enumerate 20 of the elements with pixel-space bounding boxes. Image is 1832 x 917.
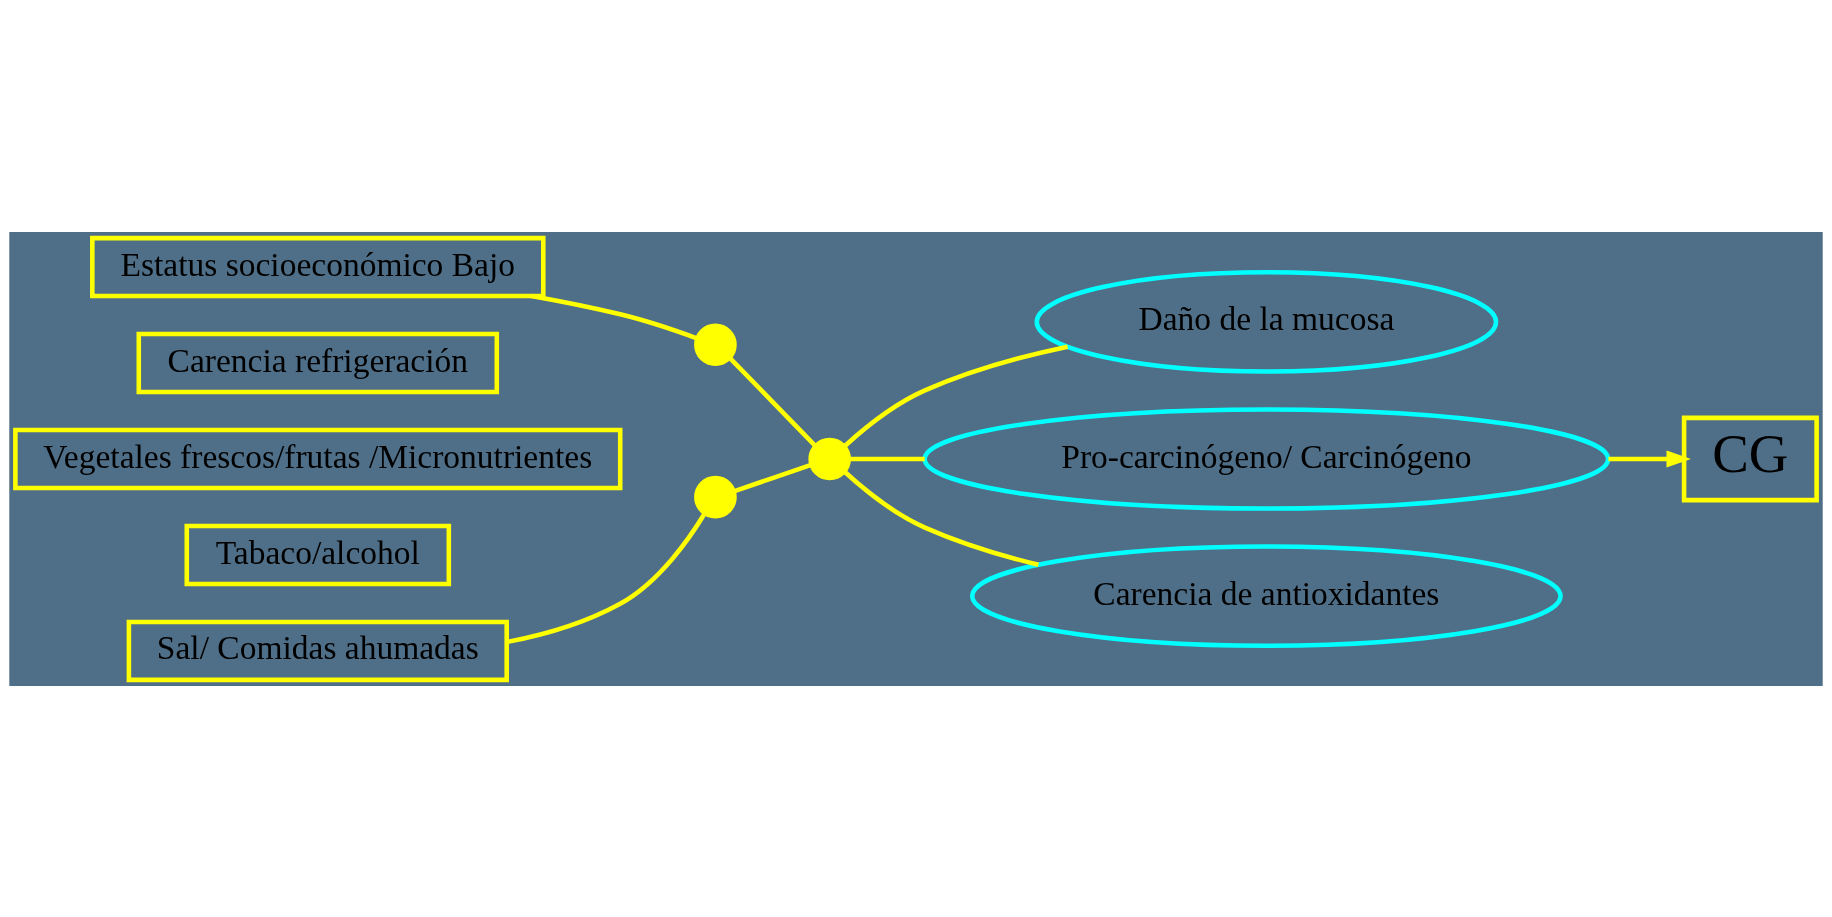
arrow — [1608, 449, 1691, 468]
node-ellipse: Carencia de antioxidantes — [969, 543, 1563, 648]
node-ellipse: Daño de la mucosa — [1034, 269, 1499, 374]
connector — [728, 355, 818, 448]
node-circle — [694, 322, 737, 366]
node-box: Sal/ Comidas ahumadas — [126, 619, 509, 682]
node-circle — [808, 437, 851, 480]
connector — [843, 469, 1039, 567]
connector — [733, 462, 812, 493]
node-box: Tabaco/alcohol — [184, 523, 452, 586]
node-box: CG — [1681, 415, 1819, 502]
node-box: Vegetales frescos/frutas /Micronutrientes — [13, 427, 623, 490]
node-circle — [694, 475, 737, 518]
connector — [506, 511, 707, 644]
connector — [843, 343, 1069, 448]
node-ellipse: Pro-carcinógeno/ Carcinógeno — [922, 406, 1611, 511]
connector — [531, 293, 698, 340]
node-box: Estatus socioeconómico Bajo — [90, 235, 546, 298]
node-box: Carencia refrigeración — [136, 331, 500, 394]
connector — [848, 456, 925, 461]
